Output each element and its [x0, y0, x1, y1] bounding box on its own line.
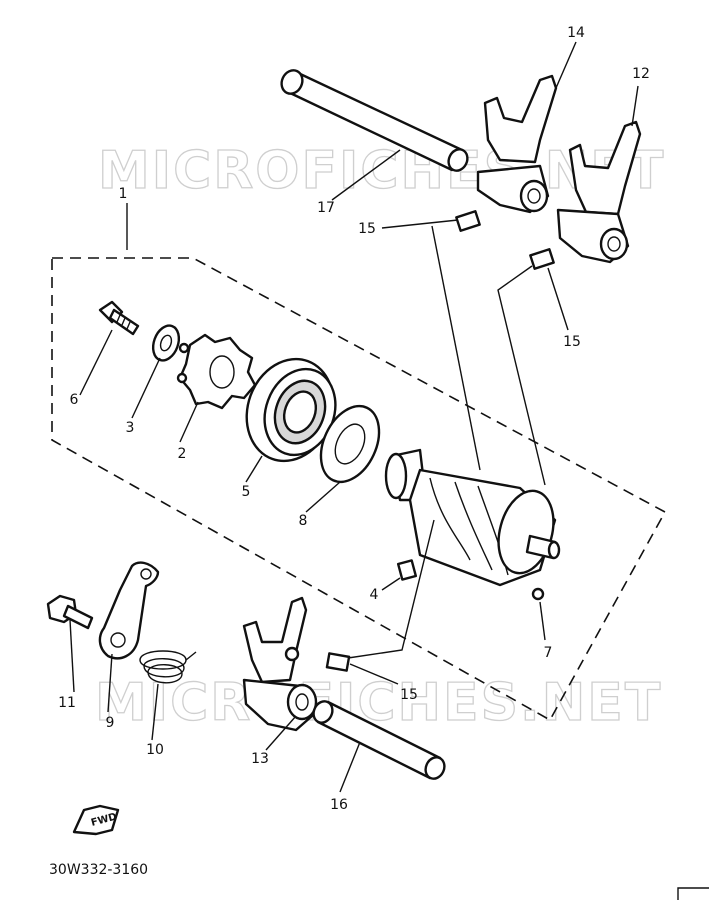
- part-shift-drum: [384, 448, 561, 587]
- callout-6: 6: [70, 392, 79, 408]
- part-15-pin-lower: [325, 652, 351, 672]
- part-8-washer: [319, 404, 381, 484]
- callout-5: 5: [242, 484, 251, 500]
- part-16-shaft: [312, 700, 446, 780]
- callout-17: 17: [317, 200, 335, 216]
- part-13-shift-fork: [242, 596, 318, 732]
- part-9-shift-arm: [98, 561, 160, 660]
- callout-14: 14: [567, 25, 585, 41]
- corner-mark: [677, 887, 709, 900]
- part-11-bolt: [46, 594, 94, 630]
- part-10-spring: [139, 650, 197, 684]
- callout-15-right: 15: [563, 334, 581, 350]
- callout-3: 3: [126, 420, 135, 436]
- part-15-pin-right: [529, 248, 555, 270]
- leader-lines: [69, 41, 639, 793]
- assembly-boundary: [51, 257, 667, 722]
- drawing-code: 30W332-3160: [49, 862, 148, 878]
- callout-9: 9: [106, 715, 115, 731]
- callout-1: 1: [119, 186, 128, 202]
- callout-8: 8: [299, 513, 308, 529]
- callout-16: 16: [330, 797, 348, 813]
- part-5-bearing: [245, 357, 337, 463]
- callout-15-upper: 15: [358, 221, 376, 237]
- callout-2: 2: [178, 446, 187, 462]
- part-12-shift-fork: [556, 120, 642, 264]
- callout-13: 13: [251, 751, 269, 767]
- callout-10: 10: [146, 742, 164, 758]
- part-2-segment: [176, 333, 257, 410]
- part-17-shaft: [280, 69, 469, 172]
- part-6-bolt: [98, 300, 140, 336]
- fwd-arrow-icon: FWD: [72, 804, 120, 836]
- part-14-shift-fork: [476, 74, 558, 214]
- callout-15-lower: 15: [400, 687, 418, 703]
- part-3-washer: [151, 324, 181, 362]
- callout-12: 12: [632, 66, 650, 82]
- callout-4: 4: [370, 587, 379, 603]
- part-15-pin-upper: [455, 210, 481, 232]
- part-7-pin: [531, 587, 545, 601]
- callout-11: 11: [58, 695, 76, 711]
- callout-7: 7: [544, 645, 553, 661]
- part-4-pin: [396, 559, 418, 581]
- watermark-bottom: MICROFICHES.NET: [95, 673, 662, 733]
